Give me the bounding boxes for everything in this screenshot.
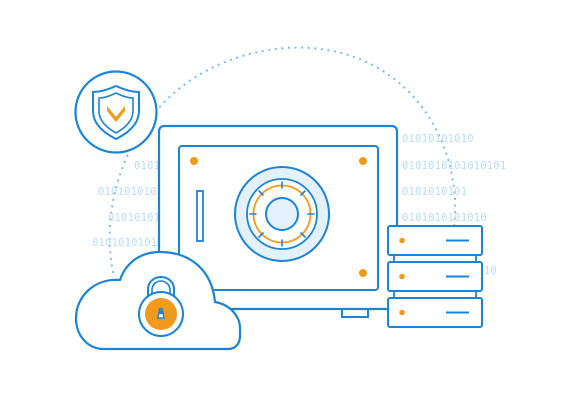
padlock-icon bbox=[138, 275, 184, 337]
binary-left-1: 0101 bbox=[134, 160, 160, 172]
binary-left: 0101 010101010 01010101 0101010101 bbox=[92, 160, 160, 249]
binary-left-4: 0101010101 bbox=[92, 237, 157, 249]
binary-right-2: 0101010101010101 bbox=[402, 160, 506, 172]
binary-left-2: 010101010 bbox=[98, 186, 157, 198]
binary-right-1: 01010101010 bbox=[402, 133, 474, 145]
vault-dial bbox=[234, 166, 330, 262]
server-unit bbox=[387, 225, 483, 256]
binary-left-3: 01010101 bbox=[108, 212, 160, 224]
cloud-lock-icon bbox=[74, 250, 242, 351]
server-unit bbox=[387, 297, 483, 328]
server-stack-icon bbox=[387, 225, 483, 328]
server-unit bbox=[387, 261, 483, 292]
binary-right-3: 0101010101 bbox=[402, 186, 467, 198]
binary-right-4: 0101010101010 bbox=[402, 212, 487, 224]
shield-check-icon bbox=[74, 70, 158, 154]
binary-right-6: 10 bbox=[484, 265, 497, 277]
binary-right: 01010101010 0101010101010101 0101010101 … bbox=[402, 133, 506, 277]
vault-safe-icon bbox=[157, 124, 399, 318]
